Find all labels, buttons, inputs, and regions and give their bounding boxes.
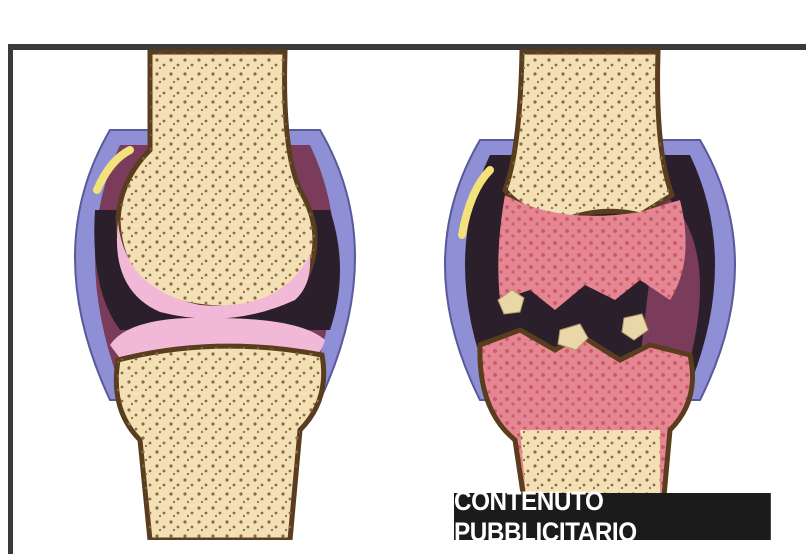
damaged-joint [445,52,735,540]
joint-illustration [0,0,806,540]
healthy-joint [75,52,355,540]
sponsored-content-badge: CONTENUTO PUBBLICITARIO [454,493,771,540]
